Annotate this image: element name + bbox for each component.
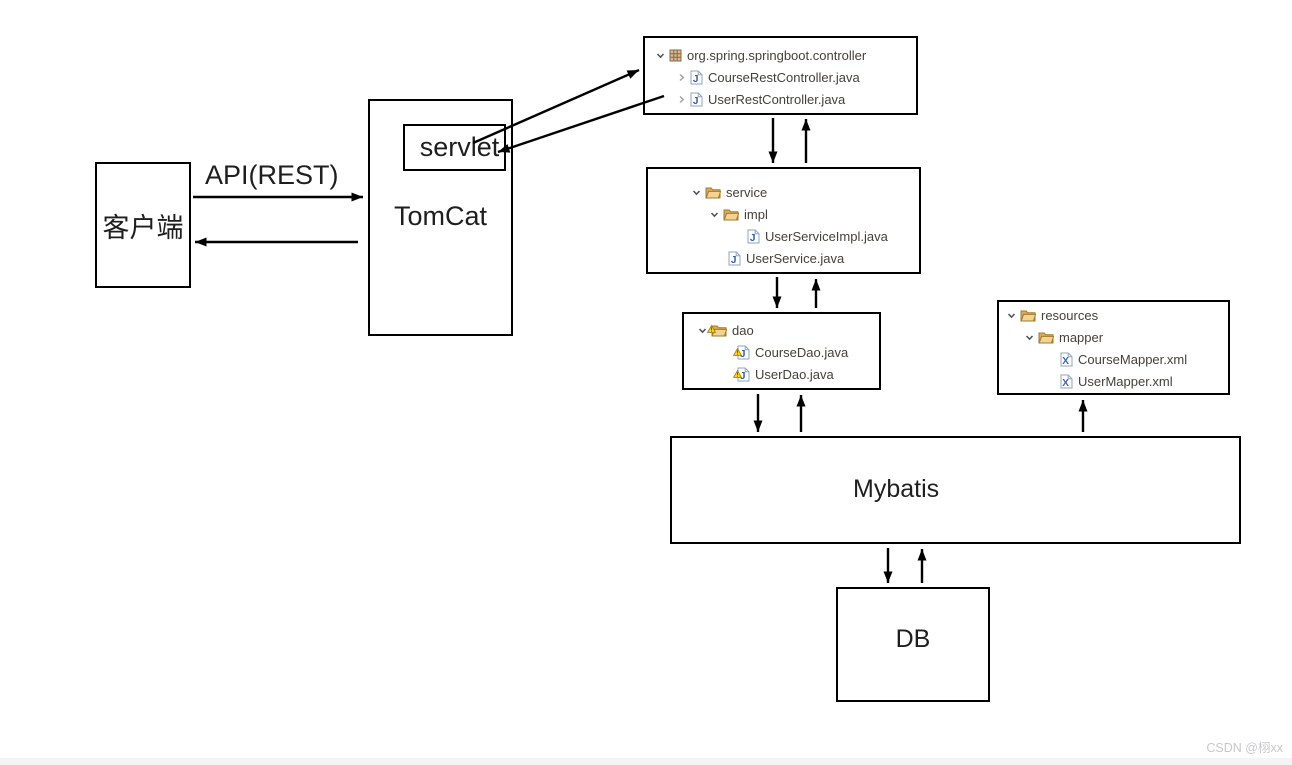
folder-icon [723,274,739,275]
tree-item-label: UserDao.java [755,366,834,382]
controller-package-box: org.spring.springboot.controller J Cours… [643,36,918,115]
servlet-box: servlet [403,124,506,171]
tomcat-box: servlet TomCat [368,99,513,336]
tomcat-label: TomCat [393,201,488,231]
xml-letter: X [1062,355,1069,366]
folder-icon [1020,309,1036,322]
tree-item-course-mapper: X CourseMapper.xml [999,348,1228,370]
warning-icon [732,343,743,361]
service-package-box: service impl J UserServiceImpl.java J Us… [646,167,921,274]
tree-item-label: org.spring.springboot.controller [687,47,867,63]
java-file-icon: J [690,70,703,85]
chevron-right-icon [677,73,686,82]
arrow-controller-to-servlet [497,94,665,154]
client-box: 客户端 [95,162,191,288]
package-icon [669,49,682,62]
chevron-down-icon [710,210,719,219]
folder-icon [723,208,739,221]
chevron-down-icon [1025,333,1034,342]
folder-icon [1038,331,1054,344]
tree-item-user-service: J UserService.java [648,247,919,269]
warning-icon [706,320,717,338]
api-rest-label: API(REST) [205,160,339,190]
chevron-right-icon [677,95,686,104]
servlet-label: servlet [419,132,500,162]
tree-item-label: CourseMapper.xml [1078,351,1188,367]
java-letter: J [750,232,756,243]
mybatis-box: Mybatis [670,436,1241,544]
folder-icon [706,324,727,337]
client-label: 客户端 [102,212,184,243]
folder-icon [705,186,721,199]
tree-item-label: dao [732,322,754,338]
xml-letter: X [1062,377,1069,388]
tree-item-service-folder: service [648,181,919,203]
csdn-watermark: CSDN @栩xx [1206,741,1283,755]
java-letter: J [693,95,699,106]
tree-item-label: CourseDao.java [755,344,849,360]
mybatis-label: Mybatis [853,475,940,503]
tree-item-label: UserMapper.xml [1078,373,1173,389]
tree-item-impl-folder: impl [648,203,919,225]
java-file-icon: J [732,367,750,382]
dao-package-box: dao J CourseDao.java J UserDao.java [682,312,881,390]
tree-item-dao-folder: dao [684,319,879,341]
chevron-down-icon [1007,311,1016,320]
db-label: DB [895,625,931,653]
tree-item-course-rest-controller: J CourseRestController.java [645,66,916,88]
tree-item-user-mapper: X UserMapper.xml [999,370,1228,392]
tree-item-user-rest-controller: J UserRestController.java [645,88,916,110]
java-letter: J [731,254,737,265]
tree-item-clipped [648,269,919,275]
chevron-down-icon [656,51,665,60]
java-file-icon: J [732,345,750,360]
bottom-strip [0,758,1292,765]
tree-item-label: impl [744,206,768,222]
java-file-icon: J [728,251,741,266]
warning-icon [732,365,743,383]
java-file-icon: J [690,92,703,107]
tree-item-label: UserService.java [746,250,845,266]
tree-item-user-service-impl: J UserServiceImpl.java [648,225,919,247]
tree-item-controller-package: org.spring.springboot.controller [645,44,916,66]
resources-box: resources mapper X CourseMapper.xml X Us… [997,300,1230,395]
java-letter: J [693,73,699,84]
tree-item-label: mapper [1059,329,1104,345]
java-file-icon: J [747,229,760,244]
tree-item-label: UserServiceImpl.java [765,228,888,244]
db-box: DB [836,587,990,702]
xml-file-icon: X [1060,374,1073,389]
tree-item-user-dao: J UserDao.java [684,363,879,385]
tree-item-resources-folder: resources [999,304,1228,326]
java-letter: J [740,348,746,359]
tree-item-mapper-folder: mapper [999,326,1228,348]
xml-file-icon: X [1060,352,1073,367]
tree-item-label: resources [1041,307,1099,323]
tree-item-label: UserRestController.java [708,91,846,107]
chevron-down-icon [698,326,707,335]
tree-item-label: service [726,184,768,200]
java-letter: J [740,370,746,381]
tree-item-course-dao: J CourseDao.java [684,341,879,363]
tree-item-label: CourseRestController.java [708,69,860,85]
chevron-down-icon [692,188,701,197]
